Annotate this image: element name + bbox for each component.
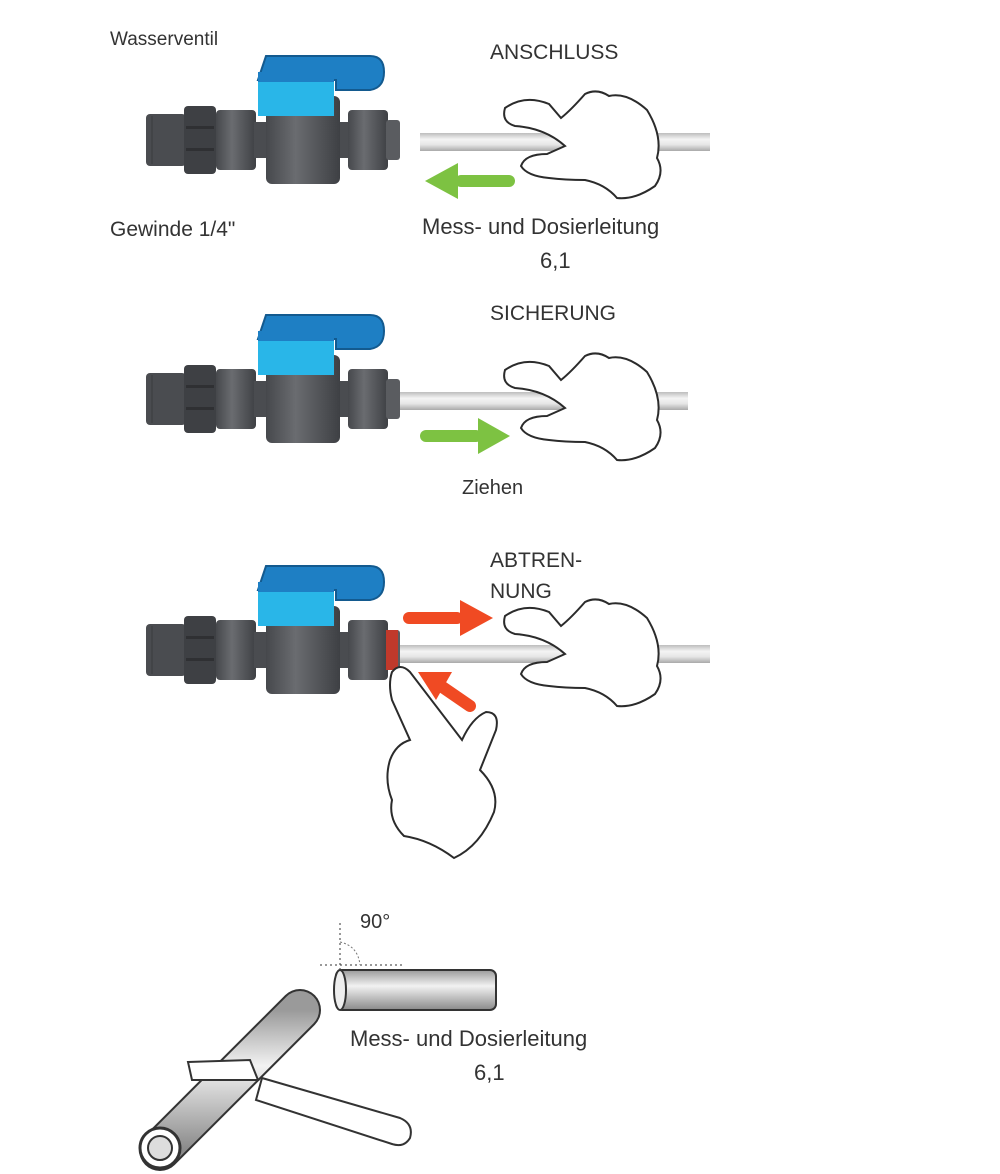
press-arrow-red [418, 672, 476, 712]
step4-figure [138, 923, 497, 1171]
pull-label: Ziehen [462, 477, 524, 499]
tube-label: Mess- und Dosierleitung [422, 214, 660, 239]
valve-handle [257, 565, 385, 627]
step-title-anschluss: ANSCHLUSS [490, 41, 619, 64]
step1-figure [145, 55, 710, 200]
step2-figure [145, 314, 688, 462]
tube-cutter-icon [138, 989, 412, 1171]
step3-figure [145, 565, 710, 860]
tube-size: 6,1 [540, 248, 571, 273]
valve-handle [257, 314, 385, 376]
step-title-sicherung: SICHERUNG [490, 302, 617, 325]
push-arrow [425, 163, 515, 199]
valve-label: Wasserventil [110, 29, 219, 50]
pull-arrow-red [403, 600, 493, 636]
angle-label: 90° [360, 911, 391, 933]
step-title-abtrennung-line2: NUNG [490, 580, 552, 603]
tube-label-cut: Mess- und Dosierleitung [350, 1026, 588, 1051]
thread-label: Gewinde 1/4" [110, 218, 236, 241]
valve-handle [257, 55, 385, 117]
pull-arrow [420, 418, 510, 454]
release-collet [386, 630, 398, 670]
cut-tube [333, 969, 497, 1011]
tube-size-cut: 6,1 [474, 1060, 505, 1085]
pressing-hand-icon [386, 666, 498, 860]
step-title-abtrennung-line1: ABTREN- [490, 549, 583, 572]
